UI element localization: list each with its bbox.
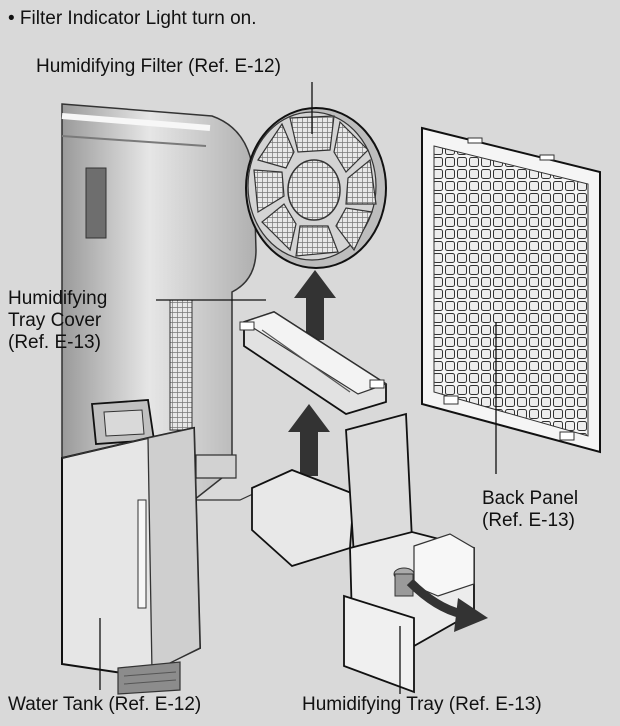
back-panel <box>421 126 601 454</box>
label-humidifying-tray: Humidifying Tray (Ref. E-13) <box>302 694 542 715</box>
label-line: Tray Cover <box>8 310 102 331</box>
label-line: (Ref. E-13) <box>482 510 575 531</box>
label-back-panel: Back Panel (Ref. E-13) <box>482 488 578 532</box>
water-tank <box>61 399 202 695</box>
curved-arrow-icon <box>406 578 488 632</box>
leader-lines <box>99 82 497 694</box>
filter-indicator-note: • Filter Indicator Light turn on. <box>8 8 257 29</box>
label-line: Humidifying <box>8 288 108 309</box>
label-humidifying-filter: Humidifying Filter (Ref. E-12) <box>36 56 281 77</box>
label-line: Back Panel <box>482 488 579 509</box>
arrow-up-icon <box>294 270 336 340</box>
label-water-tank: Water Tank (Ref. E-12) <box>8 694 202 715</box>
label-line: (Ref. E-13) <box>8 332 101 353</box>
humidifying-tray-cover <box>239 311 388 415</box>
arrow-up-icon <box>288 404 330 476</box>
humidifying-tray <box>251 412 475 694</box>
humidifying-filter <box>245 107 387 269</box>
label-humidifying-tray-cover: Humidifying Tray Cover (Ref. E-13) <box>8 288 107 354</box>
